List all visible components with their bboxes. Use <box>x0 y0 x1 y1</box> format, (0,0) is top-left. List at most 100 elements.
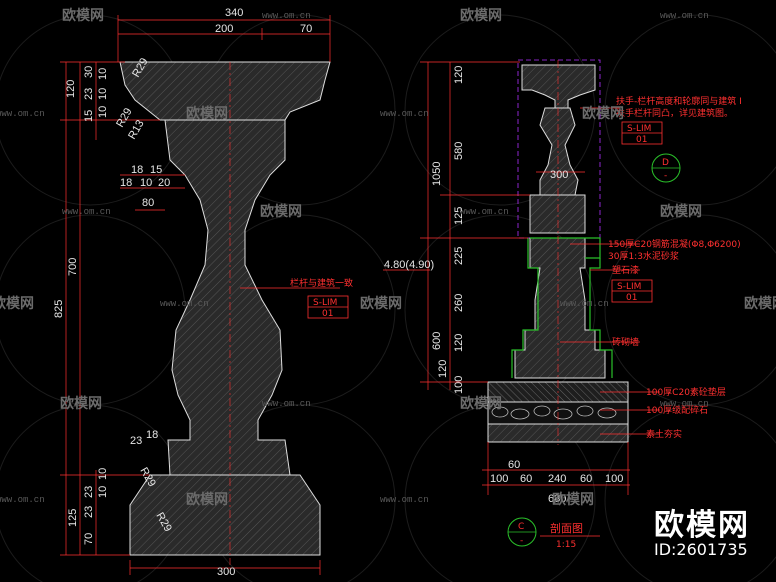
dim-bot-60b: 60 <box>508 459 520 471</box>
wm-3: 欧模网 <box>186 105 228 122</box>
top-tag-num: 01 <box>636 135 647 145</box>
dim-inner-20: 20 <box>158 177 170 189</box>
detail-letter: D <box>662 158 669 168</box>
dim-left-700: 700 <box>67 258 79 276</box>
wm-url-5: www.om.cn <box>62 207 111 217</box>
dim-left-10c: 10 <box>97 88 109 100</box>
wm-11: 欧模网 <box>460 395 502 412</box>
wm-url-4: www.om.cn <box>380 109 429 119</box>
material-note-8: 100厚级配碎石 <box>646 404 708 416</box>
material-tag-num: 01 <box>626 293 637 303</box>
dim-right-260: 260 <box>453 294 465 312</box>
top-tag-code: S-LIM <box>627 124 651 134</box>
dim-inner-15: 15 <box>150 164 162 176</box>
right-section <box>487 59 629 445</box>
wm-url-9: www.om.cn <box>262 399 311 409</box>
level-marker: 4.80(4.90) <box>384 259 434 271</box>
dim-left-23c: 23 <box>83 506 95 518</box>
wm-7: 欧模网 <box>0 295 34 312</box>
dim-inner-300: 300 <box>550 169 568 181</box>
wm-url-3: www.om.cn <box>0 109 45 119</box>
detail-sub: - <box>664 171 667 181</box>
left-annotation: 栏杆与建筑一致 S-LIM 01 <box>240 277 353 319</box>
wm-url-6: www.om.cn <box>460 207 509 217</box>
left-dimension-lines <box>60 15 331 575</box>
section-letter: C <box>518 522 524 532</box>
wm-12: 欧模网 <box>186 491 228 508</box>
dim-left-125: 125 <box>67 509 79 527</box>
section-sub: - <box>520 536 523 546</box>
brand-logo-text: 欧模网 <box>654 508 750 543</box>
wm-9: 欧模网 <box>744 295 776 312</box>
dim-top-200: 200 <box>215 23 233 35</box>
dim-bot-100b: 100 <box>605 473 623 485</box>
dim-inner-18b: 18 <box>120 177 132 189</box>
material-note-9: 素土夯实 <box>646 428 682 440</box>
material-note-3: 塑石漆 <box>612 264 639 276</box>
wm-10: 欧模网 <box>60 395 102 412</box>
dim-left-10a: 10 <box>97 68 109 80</box>
section-title: 剖面图 <box>550 521 583 535</box>
dim-left-15: 15 <box>83 110 95 122</box>
left-tag-code: S-LIM <box>313 298 337 308</box>
left-inner-dims: 18 15 18 10 20 80 23 18 <box>120 164 170 447</box>
right-vertical-dims: 120 580 1050 125 225 260 600 120 120 100 <box>431 66 465 394</box>
dim-left-10e: 10 <box>97 468 109 480</box>
left-top-dims: 340 200 70 <box>215 7 312 35</box>
dim-top-70: 70 <box>300 23 312 35</box>
wm-url-8: www.om.cn <box>560 299 609 309</box>
top-note-1: 扶手-栏杆高度和轮廓同与建筑 I <box>616 95 742 107</box>
dim-inner-80: 80 <box>142 197 154 209</box>
dim-left-23: 23 <box>83 88 95 100</box>
dim-right-600: 600 <box>431 332 443 350</box>
dim-right-120b: 120 <box>453 334 465 352</box>
top-note-2: 扶手栏杆同凸，详见建筑图。 <box>616 107 733 119</box>
wm-5: 欧模网 <box>260 203 302 220</box>
dim-bot-100a: 100 <box>490 473 508 485</box>
wm-8: 欧模网 <box>360 295 402 312</box>
dim-right-580: 580 <box>453 142 465 160</box>
dim-left-23b: 23 <box>83 486 95 498</box>
dim-inner-18a: 18 <box>131 164 143 176</box>
wm-url-2: www.om.cn <box>660 11 709 21</box>
wm-url-7: www.om.cn <box>160 299 209 309</box>
dim-right-120c: 120 <box>437 360 449 378</box>
material-note-1: 150厚C20钢筋混凝(Φ8,Φ6200) <box>608 238 741 250</box>
material-note-6: 砖砌墙 <box>612 336 639 348</box>
wm-2: 欧模网 <box>460 7 502 24</box>
section-label: C - 剖面图 1:15 <box>507 517 600 550</box>
dim-right-100: 100 <box>453 376 465 394</box>
wm-4: 欧模网 <box>582 105 624 122</box>
dim-right-125: 125 <box>453 207 465 225</box>
dim-top-340: 340 <box>225 7 243 19</box>
dim-right-120a: 120 <box>453 66 465 84</box>
watermarks: 欧模网 www.om.cn 欧模网 www.om.cn www.om.cn 欧模… <box>0 7 776 508</box>
right-material-notes: 150厚C20钢筋混凝(Φ8,Φ6200) 30厚1:3水泥砂浆 塑石漆 S-L… <box>560 238 741 440</box>
dim-left-825: 825 <box>53 300 65 318</box>
left-radii: R29 R29 R13 R29 R29 <box>114 56 174 534</box>
dim-inner-18c: 18 <box>146 429 158 441</box>
dim-right-225: 225 <box>453 247 465 265</box>
right-bottom-dims: 100 60 60 240 60 100 680 300 <box>490 169 623 505</box>
dim-left-120: 120 <box>65 80 77 98</box>
material-tag-code: S-LIM <box>617 282 641 292</box>
wm-url-10: www.om.cn <box>660 399 709 409</box>
radius-3: R13 <box>126 118 146 141</box>
dim-bot-240: 240 <box>548 473 566 485</box>
dim-bot-60c: 60 <box>580 473 592 485</box>
section-scale: 1:15 <box>556 540 576 550</box>
material-note-7: 100厚C20素砼垫层 <box>646 386 726 398</box>
left-baluster <box>119 61 331 565</box>
dim-left-10d: 10 <box>97 486 109 498</box>
dim-bot-60a: 60 <box>520 473 532 485</box>
dim-left-10b: 10 <box>97 106 109 118</box>
dim-inner-23: 23 <box>130 435 142 447</box>
left-note: 栏杆与建筑一致 <box>290 277 353 289</box>
wm-url-1: www.om.cn <box>262 11 311 21</box>
brand-id: ID:2601735 <box>654 540 748 559</box>
dim-bot-680: 680 <box>548 493 566 505</box>
dim-bottom-300: 300 <box>217 566 235 578</box>
wm-url-12: www.om.cn <box>380 495 429 505</box>
wm-13: 欧模网 <box>552 491 594 508</box>
